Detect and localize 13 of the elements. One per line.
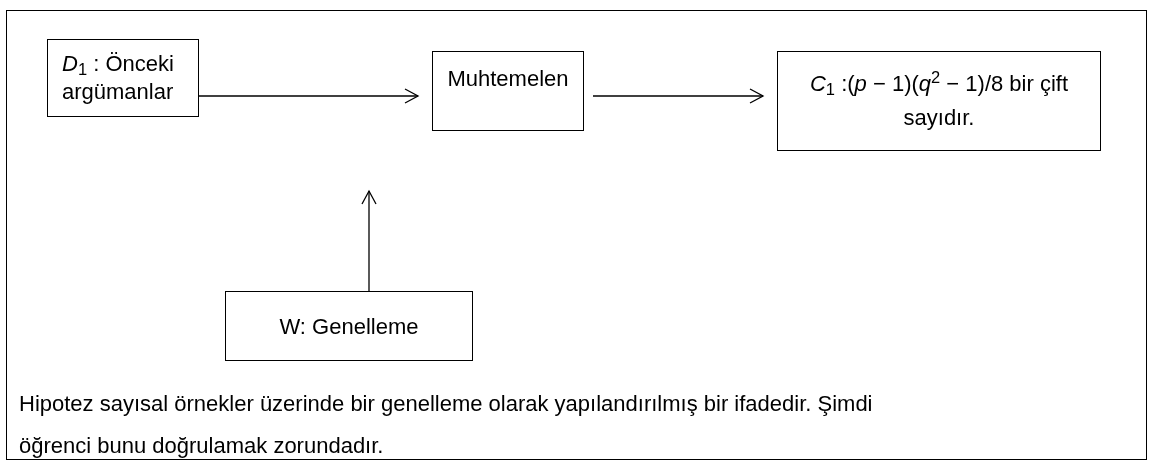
- process-box: [225, 291, 473, 361]
- box-label: W: Genelleme: [278, 312, 420, 341]
- arrow: [361, 190, 377, 292]
- note-text: Hipotez sayısal örnekler üzerinde bir genelleme olarak yapılandırılmış bir ifadedir. Şimdi öğrenci bunu doğrulamak zorundadır.: [19, 390, 874, 460]
- process-box: [777, 51, 1101, 151]
- process-box: [47, 39, 199, 117]
- box-label: D$_{1}$ : Önceki argümanlar: [61, 50, 175, 106]
- arrow: [592, 88, 764, 104]
- box-label: Muhtemelen: [446, 65, 570, 93]
- arrow: [198, 88, 419, 104]
- process-box: [432, 51, 584, 131]
- box-label: C$_{1}$ :(p − 1)(q$^{2}$ − 1)/8 bir çift sayıdır.: [808, 67, 1070, 132]
- frame-box: [6, 10, 1147, 460]
